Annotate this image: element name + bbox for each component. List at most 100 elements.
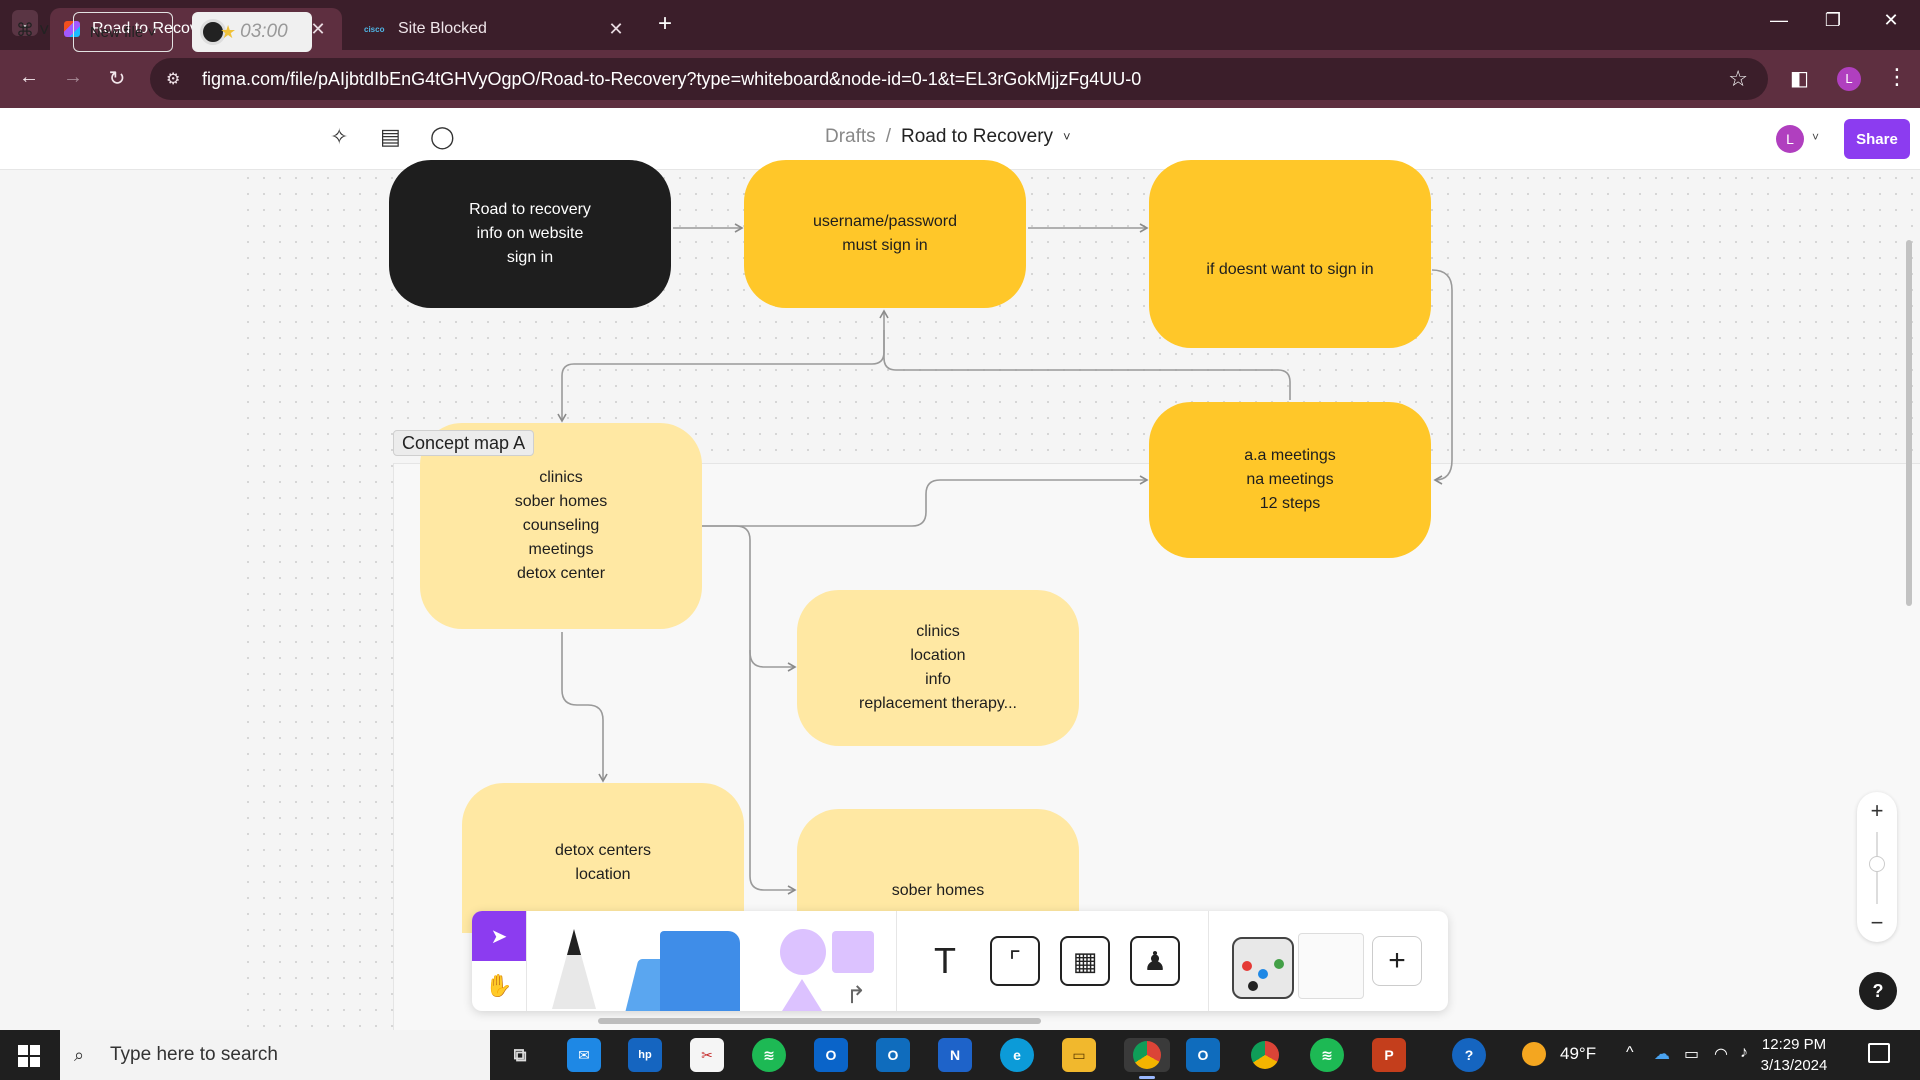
node-no-signin[interactable]: if doesnt want to sign in [1149,160,1431,348]
new-file-button[interactable]: New file ˅ [73,12,173,52]
hand-tool-icon[interactable]: ✋ [485,973,513,998]
node-detox[interactable]: detox centers location [462,783,744,933]
new-tab-icon[interactable]: + [657,10,672,37]
templates-icon[interactable]: ▤ [380,124,401,149]
bookmark-star-icon[interactable]: ☆ [1728,66,1748,91]
section-tool-icon[interactable]: ⌜ [990,936,1040,986]
back-icon[interactable]: ← [19,66,39,88]
tab-label: Site Blocked [398,20,487,37]
myhp-app-icon[interactable]: hp [628,1038,662,1072]
zoom-out-button[interactable]: − [1870,910,1884,935]
snipping-tool-icon[interactable]: ✂ [690,1038,724,1072]
url-omnibox[interactable]: ⚙ figma.com/file/pAIjbtdIbEnG4tGHVyOgpO/… [150,58,1768,100]
mail-app-icon[interactable]: ✉ [567,1038,601,1072]
dot-icon [1258,969,1268,979]
breadcrumb: Drafts / Road to Recovery ˅ [825,126,1071,148]
chrome-logo-icon [1133,1041,1161,1069]
notability-app-icon[interactable]: N [938,1038,972,1072]
chevron-down-icon[interactable]: ˅ [1063,129,1071,144]
figma-main-menu-icon[interactable]: ⌘ ˅ [16,20,50,40]
site-info-icon[interactable]: ⚙ [166,71,181,88]
node-login[interactable]: username/password must sign in [744,160,1026,308]
side-panel-icon[interactable]: ◧ [1790,68,1809,90]
wifi-icon[interactable]: ◠ [1714,1046,1728,1063]
onedrive-icon[interactable]: ☁ [1654,1046,1670,1063]
chrome-app-icon[interactable] [1248,1038,1282,1072]
chevron-down-icon[interactable]: ˅ [1812,130,1820,144]
url-text[interactable]: figma.com/file/pAIjbtdIbEnG4tGHVyOgpO/Ro… [202,68,1142,89]
volume-icon[interactable]: ♪ [1740,1044,1748,1061]
forward-icon[interactable]: → [63,66,83,88]
connector-tool-icon[interactable]: ↱ [846,982,867,1009]
timer-value: 03:00 [240,21,288,42]
powerpoint-app-icon[interactable]: P [1372,1038,1406,1072]
restore-icon[interactable]: ❐ [1824,10,1842,30]
chrome-logo-icon [1251,1041,1279,1069]
browser-profile-avatar[interactable]: L [1837,67,1861,91]
edge-browser-icon[interactable]: e [1000,1038,1034,1072]
task-view-icon[interactable]: ⧉ [513,1044,527,1065]
vertical-scrollbar[interactable] [1906,240,1912,606]
text-tool-icon[interactable]: T [920,936,970,986]
minimize-icon[interactable]: — [1770,10,1788,30]
more-tools-button[interactable]: + [1372,936,1422,986]
new-file-label: New file [89,23,144,41]
weather-temp[interactable]: 49°F [1560,1044,1597,1063]
horizontal-scrollbar[interactable] [598,1018,1041,1024]
spotify-pinned-icon[interactable]: ≋ [1310,1038,1344,1072]
dock-divider [896,911,897,1011]
creation-dock: ➤ ✋ ↱ T ⌜ ▦ ♟ + [472,911,1448,1011]
sticky-note-stack-icon[interactable] [660,931,740,1011]
tab-site-blocked[interactable]: cisco Site Blocked ✕ [350,8,640,50]
tab-search-dropdown[interactable]: ⌄ [12,10,38,36]
user-avatar[interactable]: L [1776,125,1804,153]
zoom-control: + − [1857,792,1897,942]
chevron-up-icon[interactable]: ^ [1626,1044,1634,1061]
circle-shape-icon[interactable] [780,929,826,975]
triangle-shape-icon[interactable] [782,979,822,1011]
zoom-slider-handle[interactable] [1869,856,1885,872]
left-panel [0,170,240,1030]
file-explorer-icon[interactable]: ▭ [1062,1038,1096,1072]
node-start[interactable]: Road to recovery info on website sign in [389,160,671,308]
zoom-in-button[interactable]: + [1870,798,1884,823]
timer-badge-icon [200,19,226,45]
battery-icon[interactable]: ▭ [1684,1046,1700,1063]
help-button[interactable]: ? [1859,972,1897,1010]
spotify-app-icon[interactable]: ≋ [752,1038,786,1072]
breadcrumb-drafts[interactable]: Drafts [825,126,876,147]
section-label[interactable]: Concept map A [393,430,535,456]
square-shape-icon[interactable] [832,931,874,973]
taskbar-search-box[interactable]: ⌕ Type here to search [60,1030,490,1080]
help-app-icon[interactable]: ? [1452,1038,1486,1072]
close-window-icon[interactable]: ✕ [1883,10,1899,30]
stamp-tool-icon[interactable]: ♟ [1130,936,1180,986]
notification-center-icon[interactable] [1868,1043,1890,1063]
system-clock[interactable]: 12:29 PM 3/13/2024 [1746,1034,1842,1076]
close-tab-icon[interactable]: ✕ [608,18,624,39]
ai-sparkle-icon[interactable]: ✧ [330,124,349,149]
comment-icon[interactable]: ◯ [430,124,455,149]
widgets-templates-icon[interactable] [1232,933,1372,1003]
select-tool-icon[interactable]: ➤ [472,911,526,961]
weather-sun-icon[interactable] [1522,1042,1546,1066]
timer-widget[interactable]: ★ 03:00 [192,12,312,52]
node-resources[interactable]: clinics sober homes counseling meetings … [420,423,702,629]
file-name[interactable]: Road to Recovery [900,126,1054,147]
dot-icon [1274,959,1284,969]
clock-time: 12:29 PM [1761,1036,1827,1053]
dot-icon [1248,981,1258,991]
node-meetings[interactable]: a.a meetings na meetings 12 steps [1149,402,1431,558]
outlook-new-icon[interactable]: O [814,1038,848,1072]
reload-icon[interactable]: ↻ [108,68,126,90]
outlook-pinned-icon[interactable]: O [1186,1038,1220,1072]
node-clinics[interactable]: clinics location info replacement therap… [797,590,1079,746]
share-button[interactable]: Share [1844,119,1910,159]
table-tool-icon[interactable]: ▦ [1060,936,1110,986]
browser-menu-icon[interactable]: ⋮ [1886,64,1908,89]
windows-start-icon[interactable] [18,1045,40,1067]
active-app-indicator [1139,1076,1155,1079]
outlook-app-icon[interactable]: O [876,1038,910,1072]
chrome-profile-icon[interactable] [1124,1038,1170,1072]
close-tab-icon[interactable]: ✕ [310,18,326,39]
